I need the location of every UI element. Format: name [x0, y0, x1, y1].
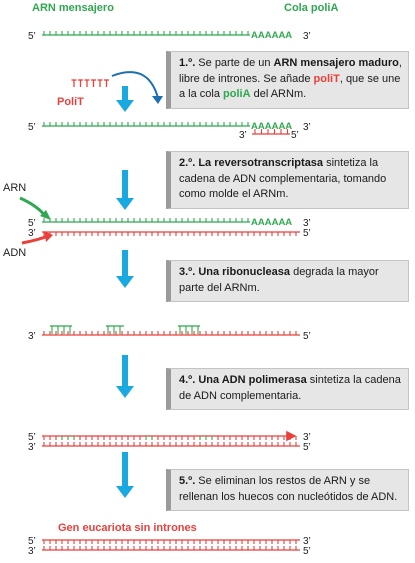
flow-arrow-2-shaft	[122, 170, 128, 200]
mrna-strand-1	[42, 31, 250, 36]
polit-label: PoliT	[57, 96, 84, 108]
flow-arrow-5-shaft	[122, 452, 128, 488]
step-1-text-d: del ARNm.	[250, 88, 307, 100]
rna-remnant-4	[106, 325, 124, 334]
step-1-box: 1.º. Se parte de un ARN mensajero maduro…	[166, 51, 409, 109]
flow-arrow-3	[116, 250, 134, 288]
label-adn: ADN	[3, 247, 27, 259]
adn-side-arrow-head	[44, 231, 53, 242]
polya-2: AAAAAA	[251, 121, 292, 132]
row-1-left-end: 5’	[28, 31, 36, 42]
polya-3: AAAAAA	[251, 217, 292, 228]
step-1-number: 1.º.	[179, 57, 196, 69]
row-3-bottom-left-end: 3’	[28, 228, 36, 239]
step-2-text-b: sintetiza la cadena de ADN complementari…	[179, 157, 387, 200]
title-arn-mensajero: ARN mensajero	[32, 2, 114, 14]
step-1-bold: ARN mensajero maduro	[273, 57, 399, 69]
flow-arrow-1-shaft	[122, 86, 128, 102]
row-3-top-left-end: 5’	[28, 218, 36, 229]
flow-arrow-1	[116, 86, 134, 112]
step-4-bold: Una ADN polimerasa	[198, 374, 307, 386]
row-6-top-left-end: 5’	[28, 536, 36, 547]
step-1-polit: poliT	[313, 72, 340, 85]
step-2-bold: La reversotranscriptasa	[198, 157, 324, 169]
row-5-bottom-left-end: 3’	[28, 442, 36, 453]
cdna-strand-4	[42, 331, 300, 336]
row-6-bottom-left-end: 3’	[28, 546, 36, 557]
flow-arrow-5-head	[116, 486, 134, 498]
step-5-number: 5.º.	[179, 475, 196, 487]
final-gene-label: Gen eucariota sin intrones	[58, 522, 197, 534]
flow-arrow-1-head	[116, 100, 134, 112]
arn-side-arrow-head	[40, 210, 51, 220]
dna-synth-strand-5	[42, 430, 297, 442]
final-dna-bottom	[42, 546, 300, 551]
mrna-strand-2	[42, 122, 250, 127]
row-6-bottom-right-end: 5’	[303, 546, 311, 557]
polit-attached-2	[252, 129, 290, 135]
row-2-left-end: 5’	[28, 122, 36, 133]
row-5-top-right-end: 3’	[303, 432, 311, 443]
step-4-number: 4.º.	[179, 374, 196, 386]
step-2-box: 2.º. La reversotranscriptasa sintetiza l…	[166, 151, 409, 209]
step-5-box: 5.º. Se eliminan los restos de ARN y se …	[166, 469, 409, 511]
step-3-box: 3.º. Una ribonucleasa degrada la mayor p…	[166, 260, 409, 302]
step-1-text-a: Se parte de un	[195, 57, 274, 69]
row-1-right-end: 3’	[303, 31, 311, 42]
flow-arrow-5	[116, 452, 134, 498]
step-2-number: 2.º.	[179, 157, 196, 169]
template-dna-5	[42, 442, 300, 447]
step-1-text-b: , libre de intrones. Se añade	[179, 57, 402, 85]
row-4-right-end: 5’	[303, 331, 311, 342]
rna-remnant-4	[178, 325, 200, 334]
step-3-number: 3.º.	[179, 266, 196, 278]
step-1-text-c: , que se une a la cola	[179, 72, 401, 101]
flow-arrow-2	[116, 170, 134, 210]
row-3-top-right-end: 3’	[303, 218, 311, 229]
label-arn: ARN	[3, 182, 27, 194]
polya-1: AAAAAA	[251, 30, 292, 41]
row-3-bottom-right-end: 5’	[303, 228, 311, 239]
flow-arrow-3-shaft	[122, 250, 128, 278]
step-4-box: 4.º. Una ADN polimerasa sintetiza la cad…	[166, 368, 409, 410]
row-6-top-right-end: 3’	[303, 536, 311, 547]
polit-3-end-2: 3’	[239, 130, 247, 141]
mrna-strand-3	[42, 218, 250, 223]
polit-curved-arrow-head	[152, 96, 163, 104]
step-3-bold: Una ribonucleasa	[198, 266, 291, 278]
step-5-text-a: Se eliminan los restos de ARN y se relle…	[179, 475, 398, 503]
polit-curved-arrow	[111, 71, 159, 99]
step-1-polia: poliA	[223, 88, 251, 100]
polit-primer	[71, 79, 109, 87]
row-5-top-left-end: 5’	[28, 432, 36, 443]
polit-5-end-2: 5’	[291, 130, 299, 141]
title-cola-polia: Cola poliA	[284, 2, 339, 14]
rna-remnant-4	[50, 325, 72, 334]
row-2-right-end: 3’	[303, 122, 311, 133]
flow-arrow-4	[116, 355, 134, 398]
cdna-strand-3	[42, 231, 300, 236]
flow-arrow-4-shaft	[122, 355, 128, 388]
row-5-bottom-right-end: 5’	[303, 442, 311, 453]
flow-arrow-4-head	[116, 386, 134, 398]
flow-arrow-2-head	[116, 198, 134, 210]
row-4-left-end: 3’	[28, 331, 36, 342]
final-dna-top	[42, 539, 300, 544]
step-3-text-b: degrada la mayor parte del ARNm.	[179, 266, 379, 294]
step-4-text-b: sintetiza la cadena de ADN complementari…	[179, 374, 401, 402]
flow-arrow-3-head	[116, 276, 134, 288]
